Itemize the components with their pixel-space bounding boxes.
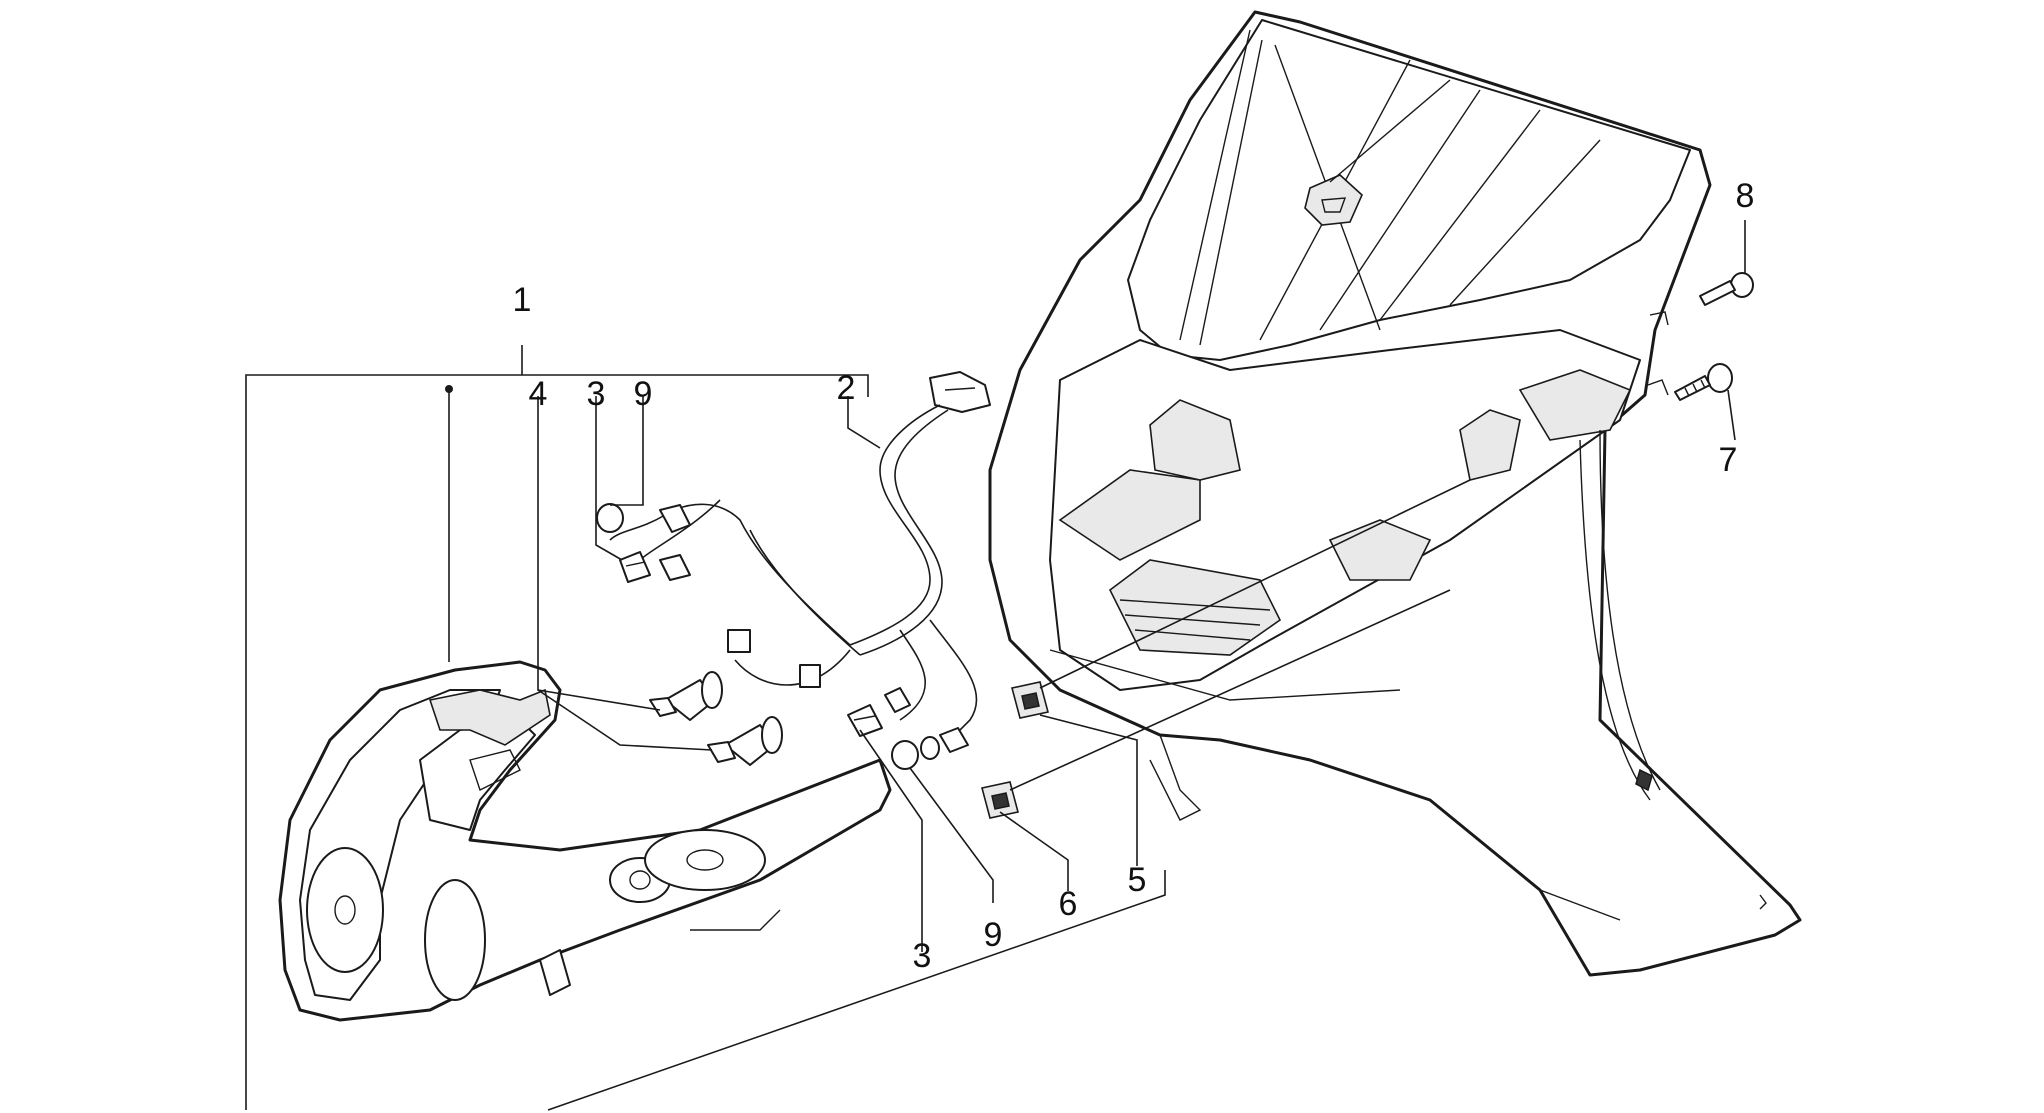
callout-labels: 1 4 3 9 2 8 7 5 6 9 3 (513, 177, 1755, 975)
front-shield-assembly (988, 10, 1802, 977)
callout-8: 8 (1736, 177, 1755, 215)
callout-7: 7 (1719, 441, 1738, 479)
leader-lines (245, 220, 1746, 1111)
bulbs (596, 503, 940, 770)
wiring-harness (609, 371, 991, 753)
callout-1: 1 (513, 281, 532, 319)
callout-9-bottom: 9 (984, 916, 1003, 954)
callout-3-bottom: 3 (913, 937, 932, 975)
callout-5: 5 (1128, 861, 1147, 899)
fasteners (981, 272, 1754, 819)
callout-4: 4 (529, 375, 548, 413)
headlight-housing (278, 660, 892, 1022)
callout-9-top: 9 (634, 375, 653, 413)
callout-3-top: 3 (587, 375, 606, 413)
callout-6: 6 (1059, 885, 1078, 923)
callout-2: 2 (837, 369, 856, 407)
